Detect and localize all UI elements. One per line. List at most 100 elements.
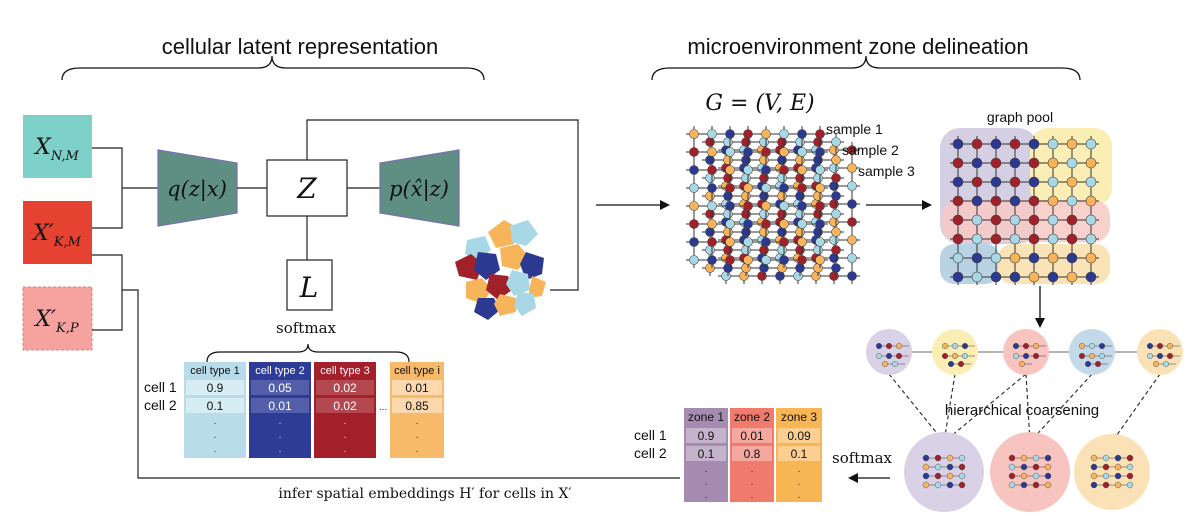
graph-node	[743, 165, 753, 175]
zone-header: zone 2	[734, 410, 770, 424]
graph-node	[815, 219, 825, 229]
graph-node	[741, 155, 751, 165]
graph-node	[831, 191, 841, 201]
celltype-ellipsis-h: ...	[379, 402, 387, 413]
graph-node	[743, 255, 753, 265]
graph-node	[725, 129, 735, 139]
graph-node	[741, 209, 751, 219]
graph-node	[761, 147, 771, 157]
graph-node	[1085, 176, 1097, 188]
graph-node	[707, 237, 717, 247]
graph-node	[1028, 157, 1040, 169]
graph-node	[741, 191, 751, 201]
graph-node	[1009, 252, 1021, 264]
graph-node	[779, 147, 789, 157]
graph-node	[707, 129, 717, 139]
coarse-supercluster	[904, 432, 984, 512]
brace-left	[61, 55, 485, 81]
graph-node	[831, 173, 841, 183]
graph-node	[990, 233, 1002, 245]
celltype-ellipsis: .	[279, 444, 282, 455]
graph-node	[813, 137, 823, 147]
graph-node	[795, 137, 805, 147]
bottom-caption: infer spatial embeddings H′ for cells in…	[278, 486, 571, 502]
graph-node	[815, 165, 825, 175]
graph-node	[707, 183, 717, 193]
graph-node	[1047, 138, 1059, 150]
graph-node	[1066, 214, 1078, 226]
graph-node	[797, 201, 807, 211]
zone-column	[684, 408, 728, 502]
decoder-trapezoid: p(x̂|z)	[379, 149, 460, 227]
graph-node	[971, 214, 983, 226]
celltype-ellipsis: .	[344, 430, 347, 441]
graph-node	[815, 129, 825, 139]
graph-node	[1009, 138, 1021, 150]
graph-node	[707, 201, 717, 211]
celltype-header: cell type 3	[320, 365, 370, 377]
graph-node	[795, 155, 805, 165]
coarse-cluster	[932, 329, 978, 375]
celltype-column	[184, 362, 246, 458]
graph-node	[829, 181, 839, 191]
svg-text:q(z|x): q(z|x)	[167, 177, 227, 202]
graph-node	[761, 255, 771, 265]
graph-node	[813, 245, 823, 255]
graph-node	[797, 129, 807, 139]
graph-node	[1047, 252, 1059, 264]
graph-node	[813, 173, 823, 183]
graph-node	[813, 227, 823, 237]
pooled-graph	[950, 136, 1099, 285]
graph-node	[990, 157, 1002, 169]
input-x-kp: X′K,P	[22, 286, 93, 351]
graph-node	[741, 137, 751, 147]
graph-node	[1009, 195, 1021, 207]
graph-node	[1047, 176, 1059, 188]
graph-node	[759, 209, 769, 219]
celltype-ellipsis: .	[279, 430, 282, 441]
graph-node	[689, 165, 699, 175]
graph-node	[741, 245, 751, 255]
graph-node	[705, 227, 715, 237]
svg-text:Z: Z	[296, 172, 317, 205]
svg-text:p(x̂|z): p(x̂|z)	[389, 177, 449, 202]
graph-node	[813, 209, 823, 219]
graph-node	[1028, 195, 1040, 207]
graph-node	[1028, 271, 1040, 283]
graph-node	[952, 138, 964, 150]
graph-node	[777, 245, 787, 255]
graph-node	[971, 271, 983, 283]
graph-node	[1066, 252, 1078, 264]
graph-node	[705, 245, 715, 255]
zone-cell: 0.8	[744, 447, 761, 461]
zone-cell: 0.01	[740, 429, 764, 443]
graph-node	[795, 191, 805, 201]
graph-node	[1085, 195, 1097, 207]
graph-node	[1066, 195, 1078, 207]
input-merge-connector	[92, 147, 158, 229]
graph-node	[723, 209, 733, 219]
graph-node	[707, 255, 717, 265]
encoder-trapezoid: q(z|x)	[157, 149, 238, 227]
graph-node	[761, 129, 771, 139]
graph-node	[813, 263, 823, 273]
zone-ellipsis: .	[798, 464, 801, 475]
zone-ellipsis: .	[705, 464, 708, 475]
graph-node	[847, 199, 857, 209]
latent-to-graph-line	[306, 119, 579, 291]
bottom-feedback-line	[122, 289, 680, 479]
graph-node	[689, 183, 699, 193]
celltype-header: cell type 2	[255, 365, 305, 377]
graph-node	[741, 227, 751, 237]
graph-node	[1047, 271, 1059, 283]
graph-node	[741, 263, 751, 273]
graph-node	[723, 173, 733, 183]
graph-node	[813, 191, 823, 201]
zone-header: zone 1	[688, 410, 724, 424]
graph-node	[847, 163, 857, 173]
coarse-supercluster	[1074, 434, 1150, 510]
celltype-ellipsis: .	[279, 416, 282, 427]
graph-node	[1066, 138, 1078, 150]
title-left: cellular latent representation	[162, 34, 438, 59]
coarse-level-1	[866, 329, 1183, 375]
